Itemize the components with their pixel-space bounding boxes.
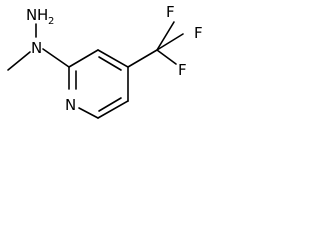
fluorine-top-label: F [166, 3, 175, 21]
fluorine-bottom-label: F [178, 61, 187, 79]
structure-diagram: N H 2 N N F F F [0, 0, 218, 134]
bond-c-f-right [156, 33, 184, 51]
pyridine-nitrogen-label: N [65, 96, 76, 114]
ring-bond-c5-c6-inner [98, 97, 122, 112]
fluorine-right-label: F [194, 24, 203, 42]
bond-n-ring [42, 48, 70, 68]
bond-ring-cf3 [127, 49, 158, 68]
hydrazine-hydrogen-label: H [37, 6, 48, 24]
bond-lines [7, 21, 184, 119]
methylated-nitrogen-label: N [31, 39, 42, 57]
ring-bond-c3-c4 [97, 49, 129, 68]
ring-bond-c6-n1 [78, 107, 99, 119]
ring-bond-c5-c6 [97, 100, 129, 119]
bond-c-f-bottom [156, 49, 177, 65]
molecule-drawing: N H 2 N N F F F [7, 3, 203, 119]
ring-bond-c2-c3 [68, 49, 99, 68]
ring-bond-c3-c4-inner [98, 56, 122, 71]
bond-methyl [7, 51, 31, 71]
hydrazine-nitrogen-label: N [26, 6, 37, 24]
bond-c-f-top [156, 21, 175, 51]
hydrazine-hydrogen-count: 2 [48, 16, 54, 27]
